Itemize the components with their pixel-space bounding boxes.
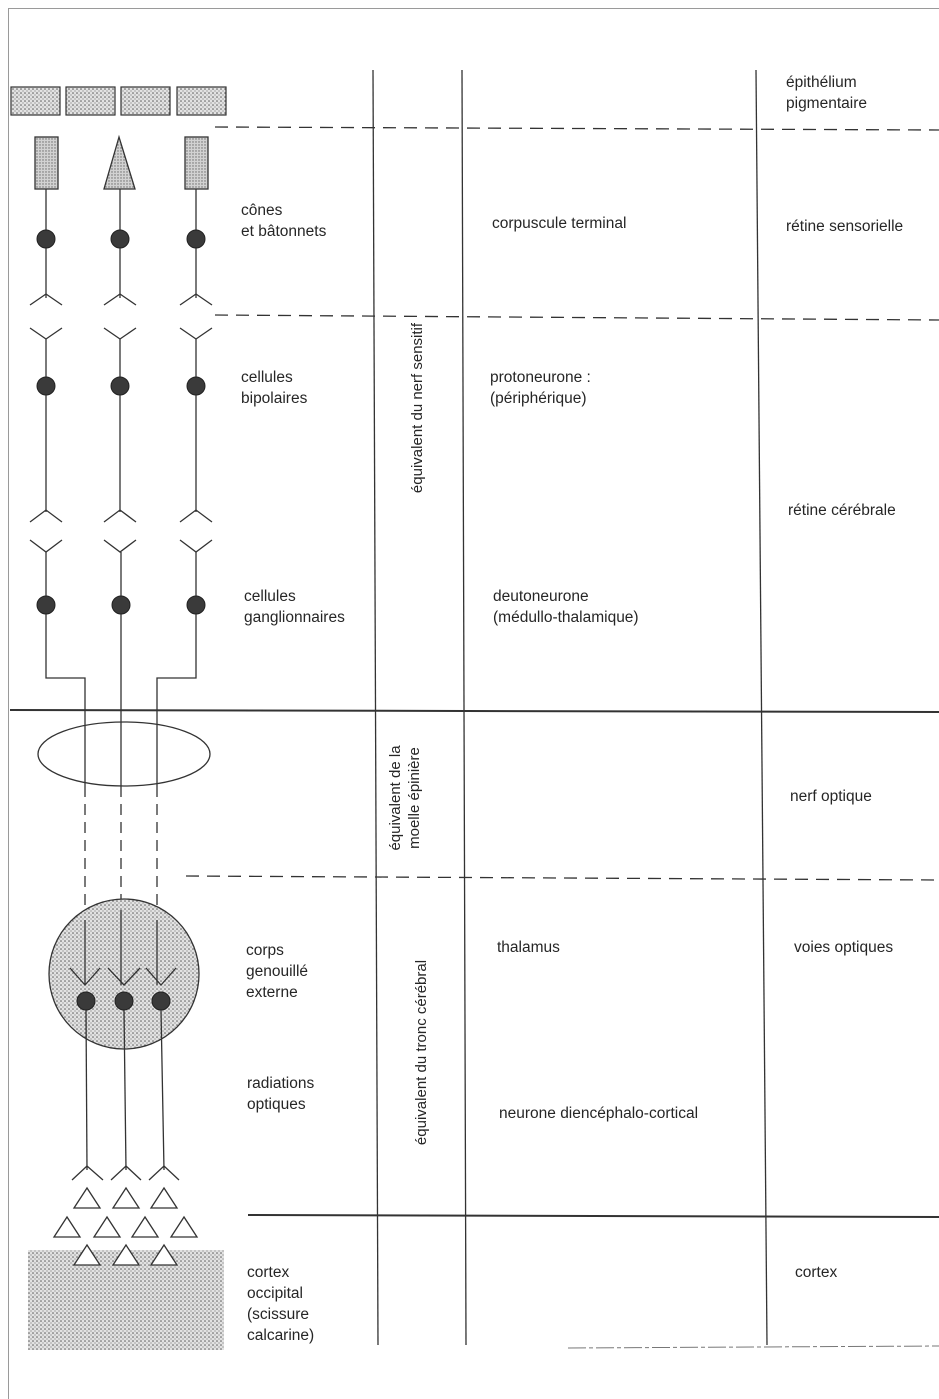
occipital-cortex-area	[28, 1250, 224, 1350]
separator-sensory	[214, 314, 939, 321]
bottom-line	[567, 1345, 939, 1349]
label-ganglion-cells: cellules ganglionnaires	[244, 588, 345, 626]
label-thalamus: thalamus	[497, 939, 560, 956]
separator-brainstem	[185, 875, 939, 881]
page-border	[8, 8, 939, 1399]
label-optic-radiations: radiations optiques	[247, 1075, 315, 1113]
optic-nerve-fibers-inside	[84, 722, 158, 786]
bipolar-nucleus	[36, 376, 56, 396]
label-spinal-cord-equivalent: équivalent de la moelle épinière	[387, 745, 423, 851]
label-sensory-nerve-equivalent: équivalent du nerf sensitif	[409, 322, 426, 494]
label-diencephalo-cortical-neuron: neurone diencéphalo-cortical	[499, 1105, 699, 1122]
label-cones-rods: cônes et bâtonnets	[241, 202, 327, 240]
label-occipital-cortex: cortex occipital (scissure calcarine)	[247, 1264, 315, 1344]
label-brainstem-equivalent: équivalent du tronc cérébral	[413, 959, 430, 1146]
geniculate-nucleus	[151, 991, 171, 1011]
label-deutoneurone: deutoneurone (médullo-thalamique)	[493, 588, 639, 626]
column-line-2	[461, 69, 467, 1346]
photoreceptor-nucleus	[110, 229, 130, 249]
photoreceptors	[34, 134, 209, 190]
cone-shape	[103, 134, 136, 190]
optic-nerve-ellipse	[37, 721, 211, 787]
column-line-3	[755, 69, 768, 1346]
ganglion-nucleus	[111, 595, 131, 615]
ganglion-nucleus	[186, 595, 206, 615]
geniculate-synapses	[69, 910, 177, 986]
label-lateral-geniculate: corps genouillé externe	[246, 942, 309, 1001]
separator-optic-nerve	[9, 709, 939, 713]
ganglion-nucleus	[36, 595, 56, 615]
bipolar-nucleus	[110, 376, 130, 396]
label-sensory-retina: rétine sensorielle	[786, 218, 904, 235]
separator-cortex	[247, 1214, 939, 1218]
geniculate-nucleus	[76, 991, 96, 1011]
retina-neuron-chains	[29, 189, 213, 722]
photoreceptor-nucleus	[36, 229, 56, 249]
geniculate-nucleus	[114, 991, 134, 1011]
row-separators	[9, 126, 939, 1349]
retina-cell-bodies	[36, 229, 206, 615]
column-lines	[372, 69, 768, 1346]
label-bipolar-cells: cellules bipolaires	[241, 369, 308, 407]
label-cortex: cortex	[795, 1264, 838, 1281]
epithelium-block	[65, 86, 116, 116]
label-pigment-epithelium: épithélium pigmentaire	[786, 74, 867, 112]
epithelium-block	[176, 86, 227, 116]
geniculate-cell-bodies	[76, 991, 171, 1011]
label-optic-pathways: voies optiques	[794, 939, 894, 956]
column-line-1	[372, 69, 379, 1346]
epithelium-block	[120, 86, 171, 116]
label-protoneurone: protoneurone : (périphérique)	[490, 369, 591, 407]
cortical-neurons	[52, 1186, 199, 1266]
bipolar-nucleus	[186, 376, 206, 396]
optic-radiations	[71, 1009, 180, 1181]
photoreceptor-nucleus	[186, 229, 206, 249]
pigment-epithelium-blocks	[10, 86, 227, 116]
label-terminal-corpuscle: corpuscule terminal	[492, 215, 627, 232]
epithelium-block	[10, 86, 61, 116]
rod-shape	[34, 136, 59, 190]
optic-nerve-fibers	[84, 786, 158, 920]
label-optic-nerve: nerf optique	[790, 788, 872, 805]
label-cerebral-retina: rétine cérébrale	[788, 502, 896, 519]
rod-shape	[184, 136, 209, 190]
separator-epithelium	[214, 126, 939, 131]
